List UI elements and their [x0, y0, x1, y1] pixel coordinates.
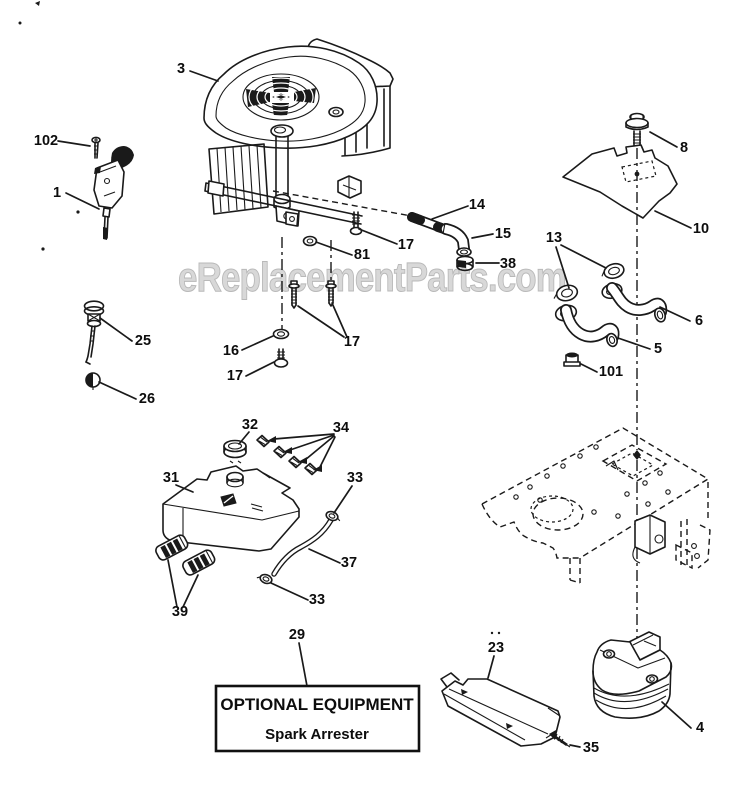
long-bolt	[325, 280, 337, 307]
chassis-plate-reference	[481, 427, 711, 584]
bushing	[155, 534, 189, 561]
callout-33-upper: 33	[347, 470, 363, 486]
spark-arrester-subtitle: Spark Arrester	[265, 726, 369, 743]
callout-5: 5	[654, 341, 662, 357]
oil-drain-parts	[83, 300, 105, 390]
callout-13: 13	[546, 230, 562, 246]
callout-4: 4	[696, 720, 704, 736]
fuel-tank-assembly	[155, 434, 341, 585]
callout-31: 31	[163, 470, 179, 486]
plate-holes	[513, 444, 671, 519]
callout-39: 39	[172, 604, 188, 620]
callout-26: 26	[139, 391, 155, 407]
callout-8: 8	[680, 140, 688, 156]
callout-37: 37	[341, 555, 357, 571]
callout-17-engine: 17	[398, 237, 414, 253]
callout-17-lower: 17	[227, 368, 243, 384]
callout-1: 1	[53, 185, 61, 201]
callout-14: 14	[469, 197, 485, 213]
throttle-control-assembly	[91, 136, 134, 240]
callout-29: 29	[289, 627, 305, 643]
callout-35: 35	[583, 740, 599, 756]
callout-17-pair: 17	[344, 334, 360, 350]
muffler	[592, 631, 673, 719]
watermark-text: eReplacementParts.com	[178, 254, 566, 300]
center-axis-line	[633, 148, 641, 642]
callout-10: 10	[693, 221, 709, 237]
callout-23: 23	[488, 640, 504, 656]
callout-38: 38	[500, 256, 516, 272]
exhaust-cover-plate	[440, 672, 561, 747]
paper-specks	[18, 1, 501, 635]
long-bolt	[288, 280, 300, 309]
engine-illustration	[203, 38, 394, 227]
mounting-bolts-washers	[272, 280, 337, 368]
leader-lines	[57, 70, 692, 748]
bushing	[182, 549, 216, 576]
engine-bolt-and-nut	[302, 211, 363, 247]
callout-25: 25	[135, 333, 151, 349]
cover-screw	[549, 730, 571, 748]
fuel-hose-parts	[407, 212, 474, 272]
heat-shield	[562, 144, 678, 219]
callout-6: 6	[695, 313, 703, 329]
callout-32: 32	[242, 417, 258, 433]
callout-34: 34	[333, 420, 349, 436]
callout-3: 3	[177, 61, 185, 77]
callout-33-lower: 33	[309, 592, 325, 608]
exhaust-pipe-assembly	[553, 262, 668, 367]
fan-grille	[242, 73, 320, 121]
tank-fasteners	[256, 434, 318, 476]
callout-81: 81	[354, 247, 370, 263]
callout-101: 101	[599, 364, 623, 380]
callout-15: 15	[495, 226, 511, 242]
callout-102: 102	[34, 133, 58, 149]
optional-equipment-box: OPTIONAL EQUIPMENT Spark Arrester	[214, 684, 421, 753]
optional-equipment-title: OPTIONAL EQUIPMENT	[220, 695, 414, 714]
callout-16: 16	[223, 343, 239, 359]
muffler-shield-bolt	[625, 112, 649, 150]
callout-labels: 102 1 3 8 10 14 15 38 17 81 13 6 5 101 2…	[34, 61, 709, 756]
